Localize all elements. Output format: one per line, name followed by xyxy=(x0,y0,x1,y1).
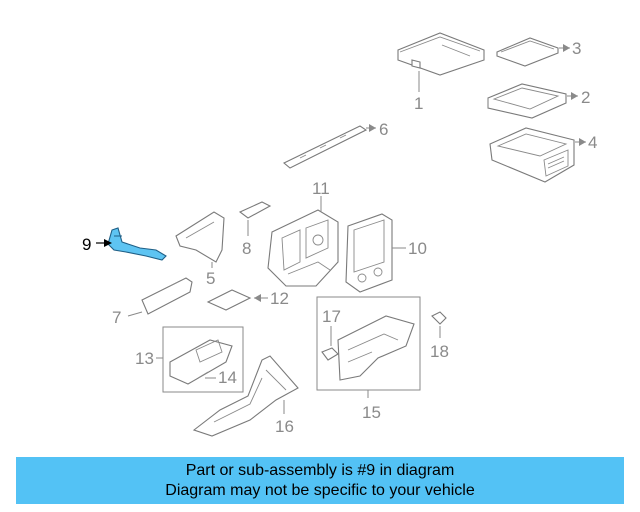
parts-diagram: 1 3 2 4 6 11 xyxy=(82,32,597,437)
callout-9[interactable]: 9 xyxy=(82,235,91,254)
part-10-radio-bezel xyxy=(345,213,393,293)
banner-line-2: Diagram may not be specific to your vehi… xyxy=(165,481,475,499)
part-5-side-panel xyxy=(175,211,225,263)
callout-6[interactable]: 6 xyxy=(379,120,388,139)
part-9-highlighted-bracket xyxy=(107,227,167,261)
callout-5[interactable]: 5 xyxy=(206,269,215,288)
arrow-6 xyxy=(369,124,376,132)
part-16-lower-trim xyxy=(192,355,299,437)
part-17-clip xyxy=(321,347,339,361)
part-15-console-panel xyxy=(337,315,415,381)
group-box-13 xyxy=(162,326,244,393)
callout-13[interactable]: 13 xyxy=(135,349,154,368)
callout-16[interactable]: 16 xyxy=(275,417,294,436)
info-banner: Part or sub-assembly is #9 in diagram Di… xyxy=(16,457,624,504)
part-2-tray xyxy=(487,83,567,119)
arrow-4 xyxy=(579,138,586,146)
callout-18[interactable]: 18 xyxy=(430,342,449,361)
part-4-console-bezel xyxy=(489,127,575,183)
callout-2[interactable]: 2 xyxy=(581,88,590,107)
callout-7[interactable]: 7 xyxy=(112,308,121,327)
leader-7 xyxy=(127,311,143,317)
callout-4[interactable]: 4 xyxy=(588,133,597,152)
part-13-glove-trim xyxy=(169,339,233,385)
part-11-console-frame xyxy=(267,209,339,287)
callout-14[interactable]: 14 xyxy=(218,368,237,387)
callout-11[interactable]: 11 xyxy=(312,179,330,198)
part-18-clip xyxy=(431,311,447,325)
callout-3[interactable]: 3 xyxy=(572,39,581,58)
part-3-pad xyxy=(496,37,559,67)
part-6-trim-strip xyxy=(282,125,368,169)
arrow-9 xyxy=(104,239,112,247)
part-7-bracket xyxy=(141,277,193,315)
part-1-armrest-lid xyxy=(397,32,485,76)
part-8-bracket xyxy=(238,201,272,219)
arrow-12 xyxy=(254,294,261,302)
arrow-2 xyxy=(571,92,578,100)
part-12-pad xyxy=(206,289,252,311)
callout-12[interactable]: 12 xyxy=(270,289,289,308)
arrow-3 xyxy=(563,44,570,52)
callout-15[interactable]: 15 xyxy=(362,403,381,422)
callout-17[interactable]: 17 xyxy=(322,307,341,326)
banner-line-1: Part or sub-assembly is #9 in diagram xyxy=(185,461,455,479)
callout-8[interactable]: 8 xyxy=(242,239,251,258)
callout-1[interactable]: 1 xyxy=(414,94,423,113)
callout-10[interactable]: 10 xyxy=(408,239,427,258)
